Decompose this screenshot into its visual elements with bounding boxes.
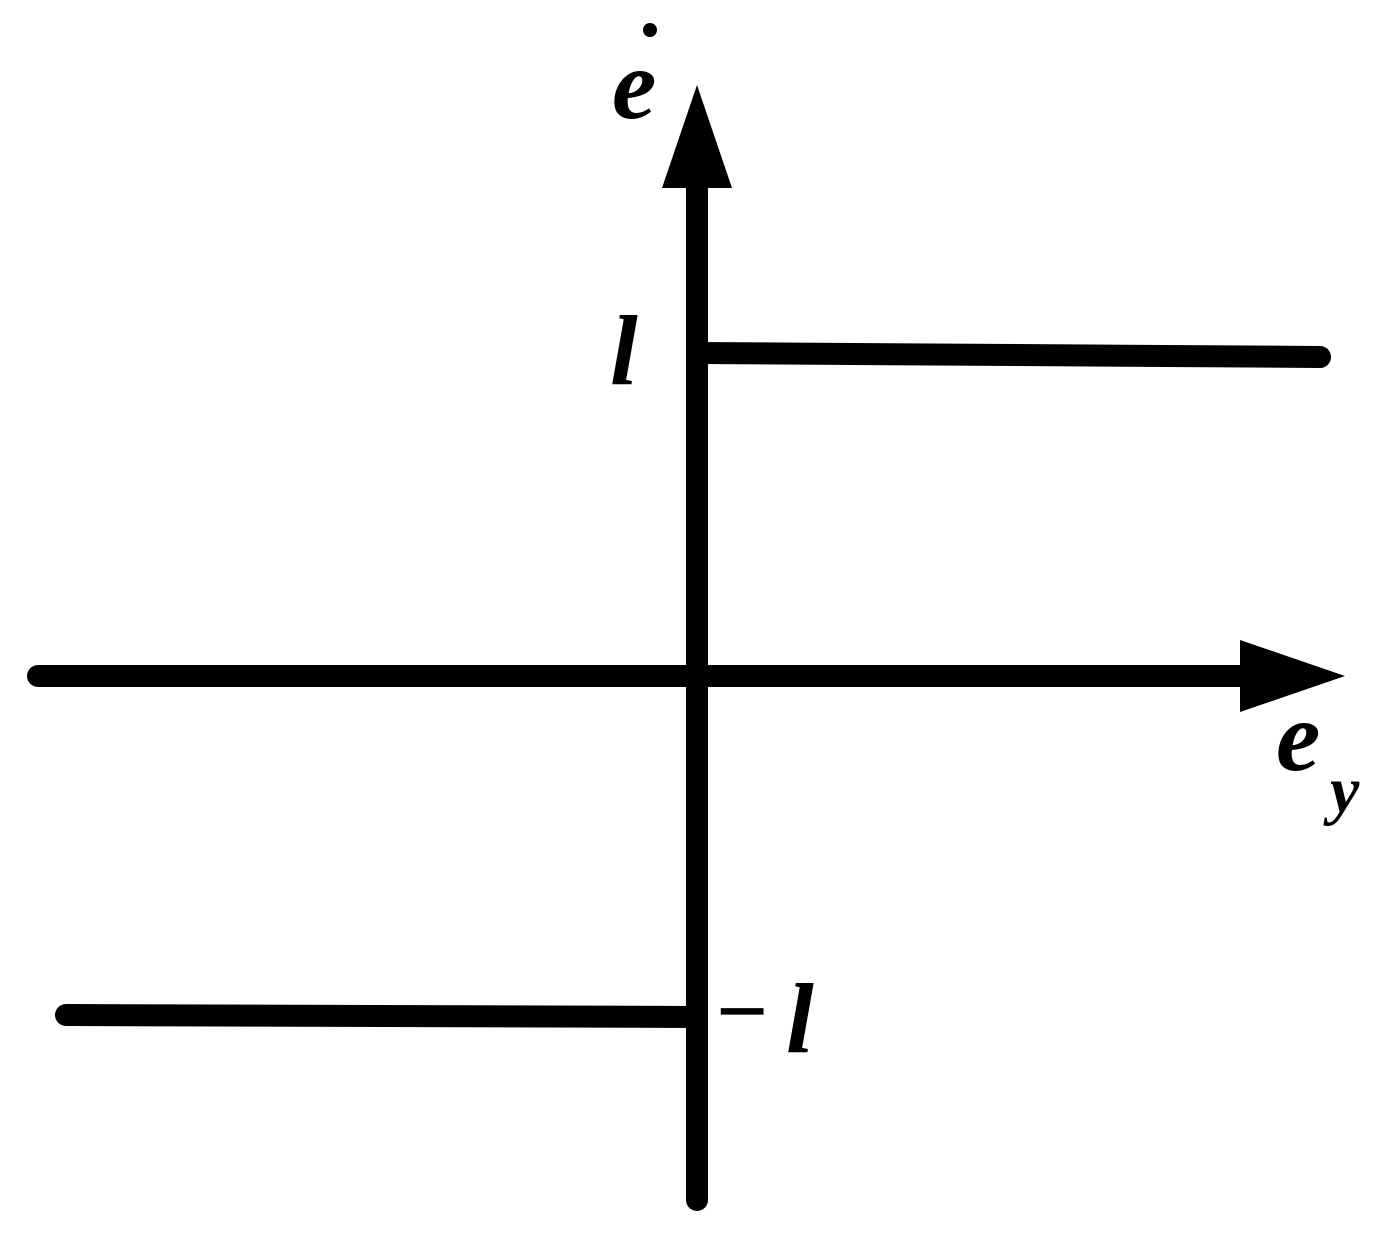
y-axis-arrowhead: [662, 85, 732, 188]
y-axis-label-dot: [643, 23, 657, 37]
upper-level-label: l: [610, 295, 638, 406]
upper-level-line: [686, 342, 1331, 368]
y-axis-label: e: [612, 29, 656, 140]
lower-level-label-sign: −: [716, 960, 768, 1062]
lower-level-label: l: [786, 963, 814, 1074]
x-axis-label: e: [1276, 681, 1320, 792]
lower-level-line: [55, 1004, 708, 1028]
x-axis-label-subscript: y: [1323, 754, 1360, 827]
x-axis-arrowhead: [1240, 640, 1345, 712]
